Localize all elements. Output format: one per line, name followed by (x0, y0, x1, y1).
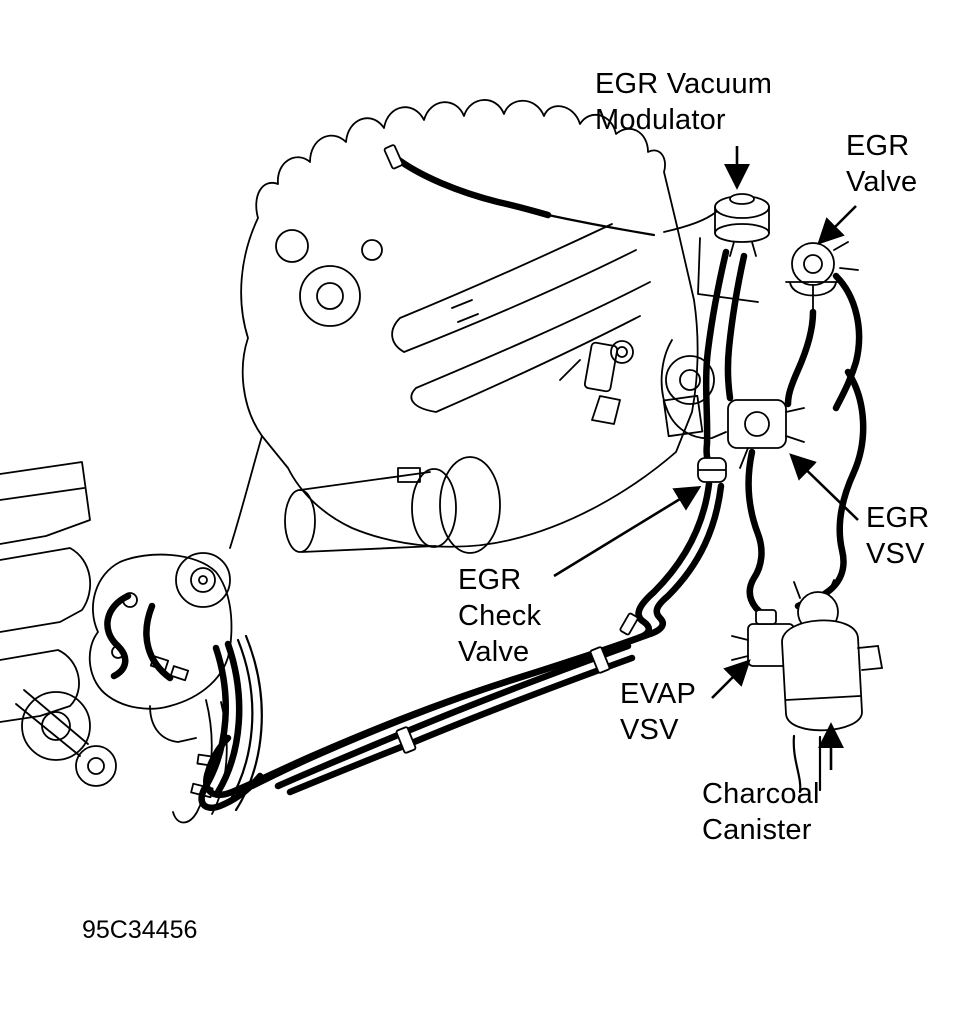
label-line: EVAP (620, 678, 697, 710)
hose-top (392, 154, 552, 219)
hose-right-tall (794, 368, 867, 610)
label-egr-valve: EGR Valve (846, 128, 917, 200)
figure-code: 95C34456 (82, 916, 198, 944)
leader-arrows (553, 146, 859, 770)
label-charcoal-canister: Charcoal Canister (702, 776, 820, 848)
label-egr-vacuum-modulator: EGR Vacuum Modulator (595, 66, 772, 138)
arrow-evap-vsv (711, 659, 751, 699)
hose-right-vertical-a (702, 248, 730, 464)
label-line: Valve (458, 636, 530, 668)
arrow-egr-vsv (789, 453, 859, 521)
label-line: EGR (866, 502, 930, 534)
arrow-egr-valve (817, 205, 857, 245)
arrow-egr-check-valve (553, 485, 702, 578)
hose-sweep-3 (274, 642, 632, 790)
egr-vsv-shape (727, 399, 805, 469)
label-line: VSV (866, 538, 925, 570)
label-egr-vsv: EGR VSV (866, 500, 929, 572)
vacuum-hoses (104, 154, 867, 811)
right-bracket-art (660, 211, 759, 440)
engine-block-art (229, 99, 699, 554)
egr-vacuum-modulator-shape (714, 193, 770, 257)
hose-sweep-2 (248, 482, 725, 790)
label-line: Charcoal (702, 778, 820, 810)
label-line: Canister (702, 814, 812, 846)
hose-lower-left (104, 592, 243, 796)
hose-vsv-to-evap (745, 448, 772, 624)
label-line: EGR (458, 564, 522, 596)
hose-right-vertical-b (724, 252, 748, 402)
label-line: Check (458, 600, 542, 632)
hose-sweep-4 (286, 654, 636, 796)
label-line: VSV (620, 714, 679, 746)
hose-bottom-curl (198, 772, 264, 811)
label-line: Modulator (595, 104, 726, 136)
egr-check-valve-shape (697, 457, 727, 483)
hose-egr-valve-down (784, 308, 817, 408)
label-line: Valve (846, 166, 918, 198)
hose-clamps (383, 144, 639, 754)
label-line: EGR (846, 130, 910, 162)
hose-egr-valve-right (832, 272, 863, 412)
thin-pipes (226, 213, 656, 812)
charcoal-canister-shape (781, 579, 884, 794)
label-egr-check-valve: EGR Check Valve (458, 562, 541, 670)
egr-valve-shape (785, 241, 859, 313)
label-line: EGR Vacuum (595, 68, 773, 100)
label-evap-vsv: EVAP VSV (620, 676, 696, 748)
engine-front-art (0, 461, 117, 787)
